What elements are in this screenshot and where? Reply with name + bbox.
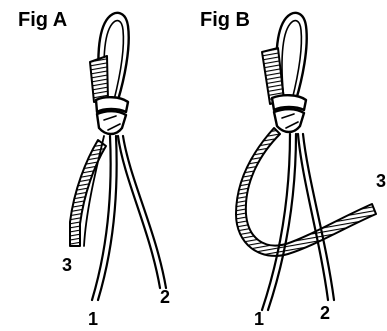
fig-b-label-strand-1: 1 <box>254 310 264 328</box>
fig-a-collar-lower <box>97 111 126 134</box>
fig-b-label-strand-2: 2 <box>320 304 330 322</box>
fig-a-label-strand-1: 1 <box>88 310 98 328</box>
fig-b-strand-3 <box>236 128 376 256</box>
fig-b-collar-upper <box>272 95 306 110</box>
fig-a-illustration <box>70 13 166 300</box>
fig-a-title: Fig A <box>18 10 67 30</box>
fig-a-strand-2 <box>118 136 160 288</box>
fig-b-illustration <box>236 13 376 310</box>
fig-b-label-strand-3: 3 <box>376 172 386 190</box>
fig-b-collar-lower <box>274 109 304 132</box>
fig-a-standing-part <box>90 56 108 102</box>
fig-a-collar-upper <box>96 97 128 112</box>
fig-a-label-strand-2: 2 <box>160 288 170 306</box>
fig-b-strand-2 <box>298 134 328 300</box>
fig-b-title: Fig B <box>200 10 250 30</box>
fig-a-strand-3 <box>70 140 106 246</box>
fig-a-label-strand-3: 3 <box>62 256 72 274</box>
